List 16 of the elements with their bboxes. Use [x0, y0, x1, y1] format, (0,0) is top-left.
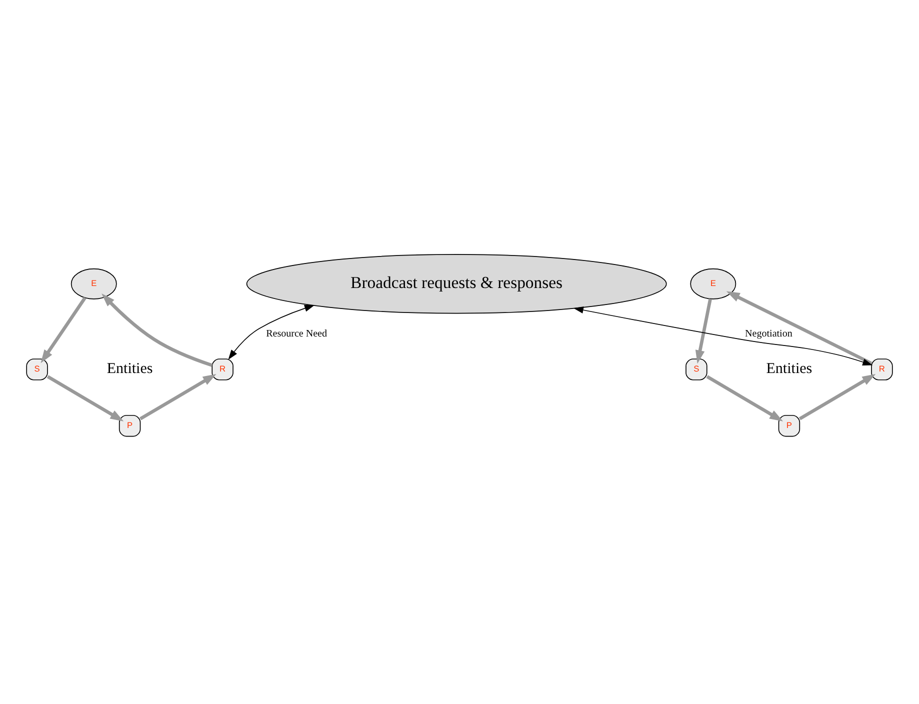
label: Entities [106, 361, 153, 378]
arrow [573, 306, 873, 366]
node-ellipse: E [690, 268, 736, 300]
arrow [228, 304, 315, 360]
arrow [46, 375, 124, 422]
arrow [706, 375, 784, 422]
node-ellipse: E [70, 268, 117, 300]
edge-label: Resource Need [266, 328, 327, 340]
arrow [695, 298, 712, 364]
arrow [798, 374, 876, 420]
arrow [726, 291, 872, 365]
arrow [40, 296, 86, 364]
arrow [102, 293, 213, 367]
arrow [139, 374, 216, 420]
label: Entities [766, 361, 812, 378]
edge-label: Negotiation [745, 328, 792, 340]
